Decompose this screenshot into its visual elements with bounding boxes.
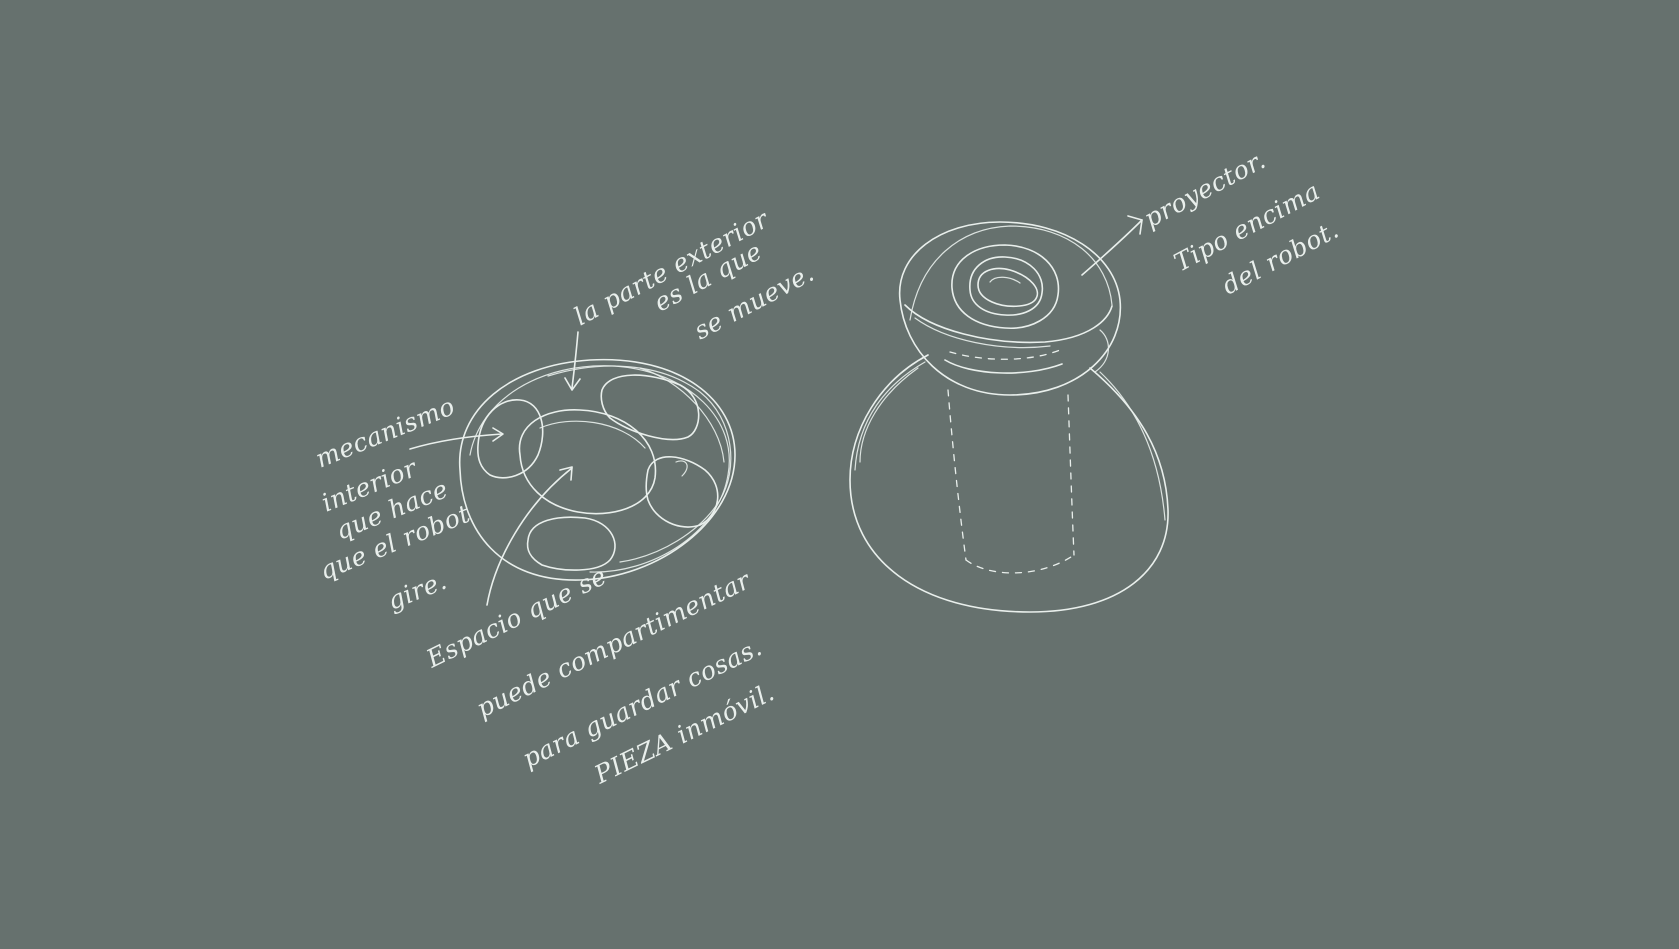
interior-column-bottom bbox=[965, 554, 1075, 574]
center-compartment bbox=[518, 409, 657, 515]
projector-ring-middle bbox=[969, 256, 1044, 316]
annotation-proyector: proyector. Tipo encima del robot. bbox=[1139, 145, 1343, 300]
arrow-parte-exterior-head bbox=[564, 377, 581, 391]
arrow-espacio-head bbox=[559, 466, 573, 481]
robot-head-brim-2 bbox=[914, 317, 1051, 349]
robot-head-outer-pass bbox=[909, 225, 1113, 321]
compartment-top-right bbox=[600, 374, 700, 441]
compartment-left bbox=[477, 399, 544, 479]
outer-rim-stroke-4 bbox=[639, 367, 725, 463]
outer-rim-stroke-1 bbox=[458, 358, 736, 581]
robot-sketch bbox=[849, 215, 1169, 613]
center-compartment-inner bbox=[539, 420, 646, 449]
outer-rim-stroke-3 bbox=[547, 365, 732, 563]
arrow-proyector-head bbox=[1127, 215, 1143, 235]
annotation-parte-exterior: la parte exterior es la que se mueve. bbox=[569, 204, 819, 346]
arrow-parte-exterior-line bbox=[571, 331, 579, 389]
annotation-mecanismo: mecanismo interior que hace que el robot… bbox=[311, 391, 474, 615]
arrow-mecanismo-head bbox=[492, 427, 504, 442]
robot-body-left-pass bbox=[854, 361, 926, 471]
projector-ring-outer bbox=[951, 244, 1060, 329]
robot-head-brim bbox=[904, 304, 1113, 344]
robot-body-right-pass bbox=[1099, 371, 1166, 521]
compartment-right bbox=[645, 456, 719, 528]
arrow-espacio-line bbox=[486, 467, 573, 606]
robot-neck bbox=[944, 359, 1063, 374]
robot-body bbox=[849, 354, 1169, 613]
interior-column-right bbox=[1067, 394, 1075, 556]
projector-lens bbox=[977, 267, 1039, 308]
robot-neck-dashes bbox=[949, 349, 1061, 360]
interior-column-left bbox=[947, 389, 967, 561]
mecanismo-line-1: mecanismo bbox=[311, 391, 459, 473]
mecanismo-line-5: gire. bbox=[383, 566, 451, 616]
compartment-bottom-right-hint bbox=[675, 460, 688, 477]
arrow-mecanismo-line bbox=[409, 433, 503, 450]
robot-head-side-right bbox=[1094, 329, 1109, 373]
compartment-bottom bbox=[526, 516, 616, 571]
projector-lens-inner bbox=[989, 276, 1021, 284]
robot-head-outer bbox=[898, 221, 1122, 396]
annotation-espacio: Espacio que se puede compartimentar para… bbox=[421, 561, 779, 790]
outer-rim-stroke-2 bbox=[469, 365, 730, 573]
robot-body-left-pass-2 bbox=[859, 367, 919, 463]
arrow-proyector-line bbox=[1081, 219, 1143, 276]
top-view-sketch bbox=[409, 331, 736, 606]
